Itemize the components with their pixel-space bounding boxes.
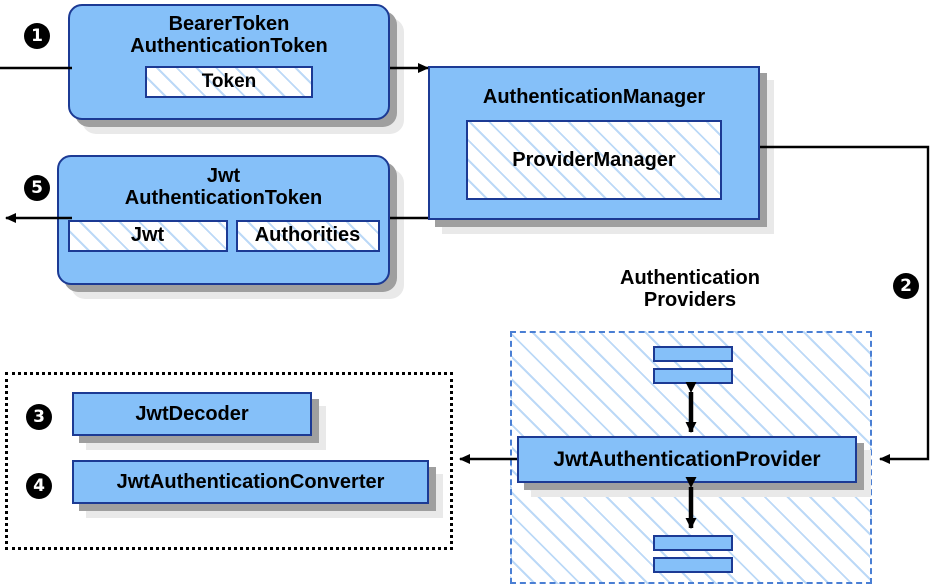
jwt-support-group-region: [5, 372, 453, 550]
jwt-decoder-title: JwtDecoder: [135, 402, 249, 425]
provider-bar-bottom-1: [653, 535, 733, 551]
jwt-authentication-converter-node[interactable]: JwtAuthenticationConverter: [72, 460, 429, 504]
jwt-authentication-token-node[interactable]: Jwt AuthenticationToken Jwt Authorities: [57, 155, 390, 285]
jwt-inner-box: Jwt: [67, 219, 228, 252]
bearer-token-title: BearerToken AuthenticationToken: [130, 13, 328, 58]
step-badge-4: 4: [26, 473, 52, 499]
step-badge-3: 3: [26, 404, 52, 430]
provider-bar-top-2: [653, 368, 733, 384]
provider-bar-bottom-2: [653, 557, 733, 573]
step-badge-5: 5: [24, 175, 50, 201]
bearer-token-authentication-token-node[interactable]: BearerToken AuthenticationToken Token: [68, 4, 390, 120]
provider-bar-top-1: [653, 346, 733, 362]
provider-manager-inner-box: ProviderManager: [466, 120, 722, 201]
step-badge-1: 1: [24, 23, 50, 49]
step-badge-2: 2: [893, 273, 919, 299]
jwt-authentication-converter-title: JwtAuthenticationConverter: [116, 470, 385, 493]
token-inner-box: Token: [145, 65, 313, 98]
authentication-providers-label: Authentication Providers: [620, 267, 760, 312]
jwt-authentication-provider-node[interactable]: JwtAuthenticationProvider: [517, 436, 857, 483]
authorities-inner-box: Authorities: [235, 219, 380, 252]
jwt-token-inner-row: Jwt Authorities: [67, 219, 380, 252]
authentication-manager-title: AuthenticationManager: [482, 86, 706, 108]
jwt-authentication-token-title: Jwt AuthenticationToken: [124, 165, 323, 210]
jwt-authentication-provider-title: JwtAuthenticationProvider: [553, 447, 821, 471]
jwt-decoder-node[interactable]: JwtDecoder: [72, 392, 312, 436]
authentication-manager-node[interactable]: AuthenticationManager ProviderManager: [428, 66, 760, 220]
